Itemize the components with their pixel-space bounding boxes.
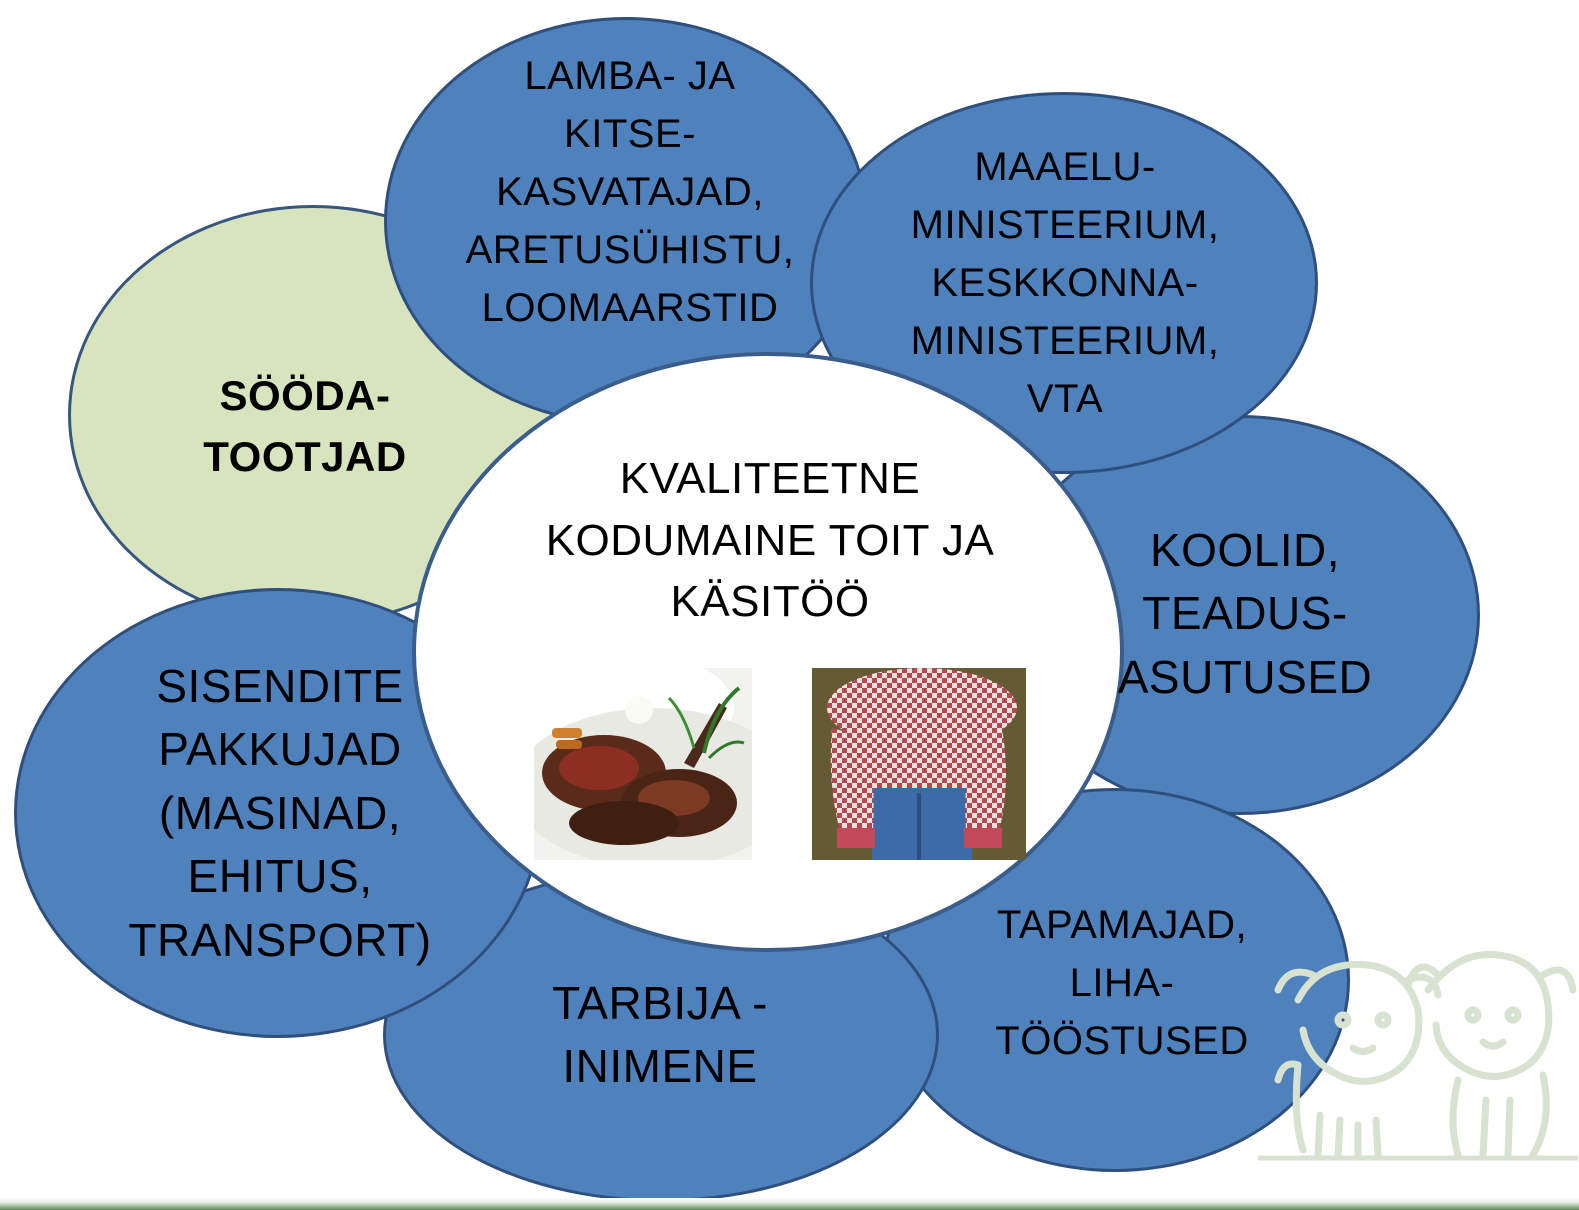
label-sooda: SÖÖDA- TOOTJAD	[185, 366, 425, 488]
label-line: KOOLID,	[1149, 524, 1341, 576]
label-line: ASUTUSED	[1117, 650, 1373, 703]
label-line: ARETUSÜHISTU,	[465, 228, 795, 272]
label-line: MAAELU-	[974, 145, 1156, 189]
label-line: LAMBA- JA	[524, 54, 736, 98]
label-line: PAKKUJAD	[158, 723, 402, 776]
label-line: SÖÖDA-	[219, 372, 391, 419]
label-lamba: LAMBA- JA KITSE- KASVATAJAD, ARETUSÜHIST…	[430, 47, 830, 337]
label-koolid: KOOLID, TEADUS- ASUTUSED	[1110, 519, 1380, 709]
label-sisendite: SISENDITE PAKKUJAD (MASINAD, EHITUS, TRA…	[120, 655, 440, 972]
label-line: KVALITEETNE	[619, 454, 921, 503]
label-line: KITSE-	[564, 112, 696, 156]
label-line: KODUMAINE TOIT JA	[545, 515, 995, 565]
label-line: (MASINAD,	[158, 786, 402, 839]
label-line: LOOMAARSTID	[481, 286, 779, 330]
lamb-chops-photo	[534, 668, 752, 860]
label-line: TOOTJAD	[203, 432, 407, 480]
center-title: KVALITEETNE KODUMAINE TOIT JA KÄSITÖÖ	[520, 448, 1020, 633]
label-maaelu: MAAELU- MINISTEERIUM, KESKKONNA- MINISTE…	[860, 138, 1270, 428]
knitted-sweater-photo	[812, 668, 1026, 860]
footer-divider	[0, 1198, 1579, 1210]
label-line: TEADUS-	[1142, 587, 1348, 640]
center-circle	[412, 352, 1124, 952]
label-line: TÖÖSTUSED	[995, 1019, 1249, 1063]
label-line: INIMENE	[562, 1040, 758, 1093]
label-line: TRANSPORT)	[128, 913, 432, 966]
label-line: VTA	[1026, 377, 1104, 421]
label-line: MINISTEERIUM,	[910, 319, 1220, 363]
sheep-and-goat-logo-icon	[1258, 950, 1578, 1161]
label-line: EHITUS,	[187, 850, 373, 903]
label-line: LIHA-	[1069, 961, 1175, 1005]
label-line: KASVATAJAD,	[496, 170, 764, 214]
label-line: KESKKONNA-	[931, 261, 1199, 305]
label-tapamajad: TAPAMAJAD, LIHA- TÖÖSTUSED	[962, 896, 1282, 1070]
label-line: TARBIJA -	[552, 977, 768, 1029]
label-line: KÄSITÖÖ	[670, 577, 870, 627]
label-line: SISENDITE	[156, 660, 404, 712]
label-line: TAPAMAJAD,	[996, 903, 1248, 947]
label-tarbija: TARBIJA - INIMENE	[500, 972, 820, 1099]
label-line: MINISTEERIUM,	[910, 203, 1220, 247]
